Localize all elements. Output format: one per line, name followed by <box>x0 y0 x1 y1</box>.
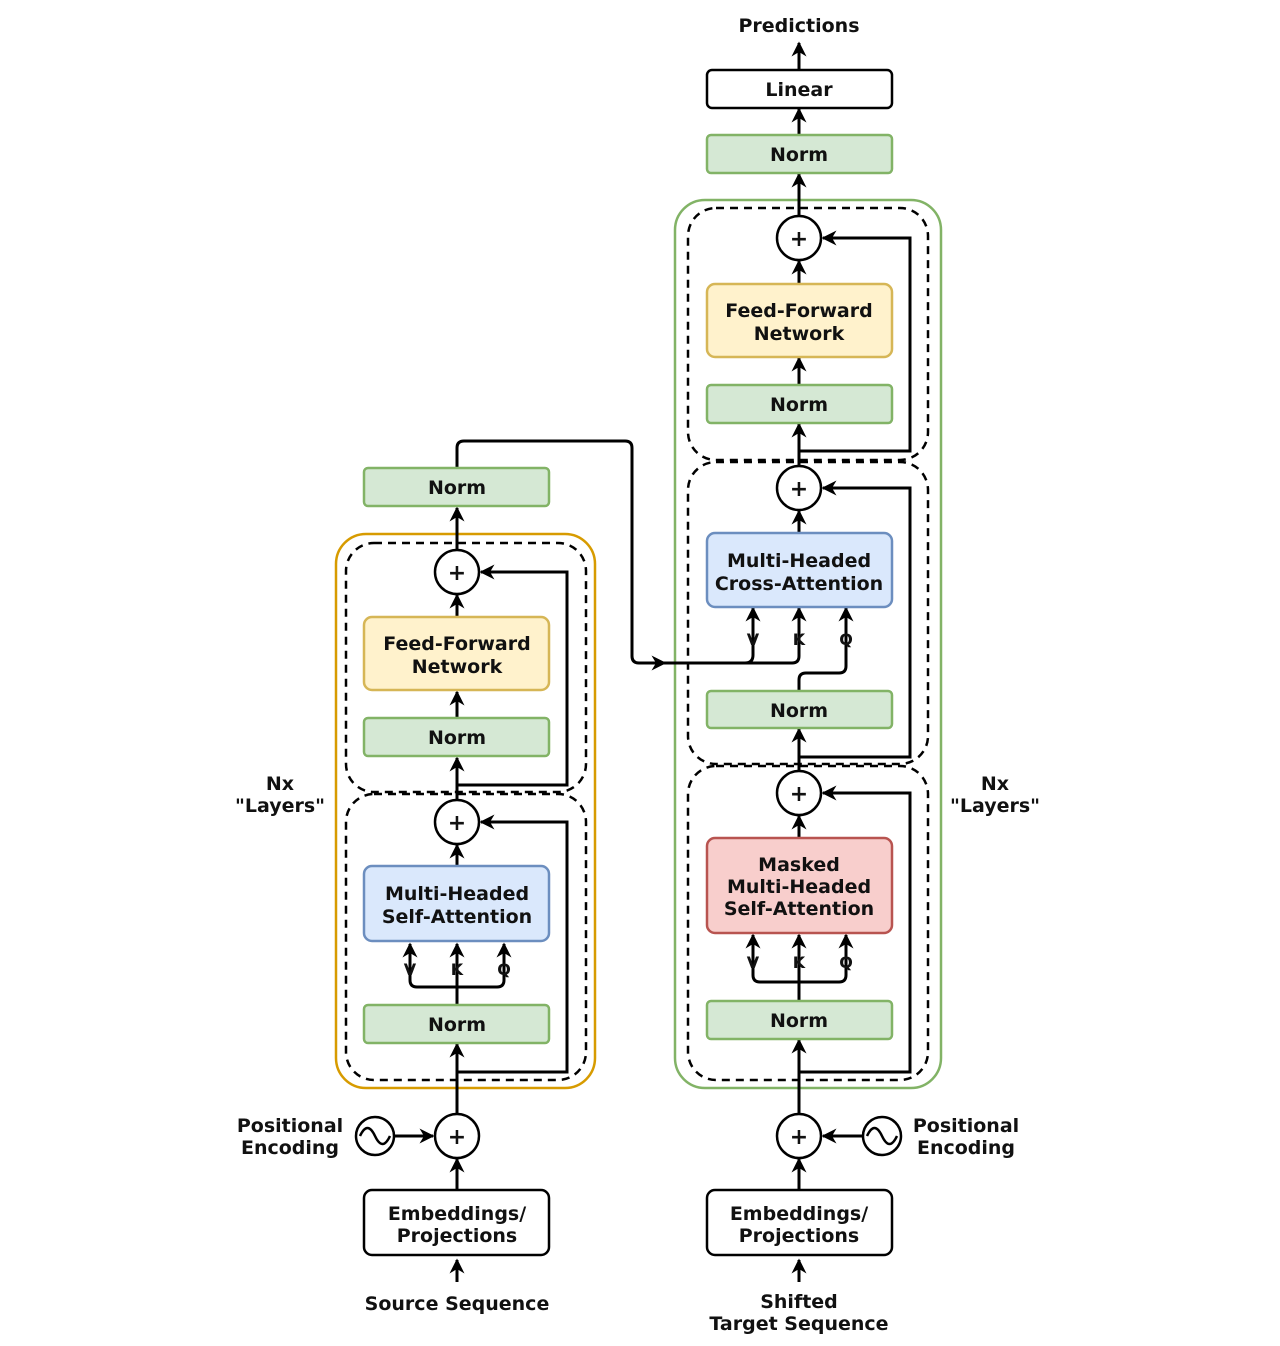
svg-text:Network: Network <box>412 656 503 678</box>
svg-text:Multi-Headed: Multi-Headed <box>727 876 871 898</box>
decoder-cross-k-label: K <box>793 630 806 649</box>
svg-text:Projections: Projections <box>739 1225 860 1247</box>
predictions-label: Predictions <box>738 15 859 37</box>
encoder-q-label: Q <box>497 960 511 979</box>
svg-text:Linear: Linear <box>765 79 833 101</box>
decoder-cross-attention-block: Multi-Headed Cross-Attention <box>705 531 894 609</box>
decoder-self-k-label: K <box>793 953 806 972</box>
svg-text:Norm: Norm <box>770 144 828 166</box>
encoder-nx-label: Nx <box>266 773 294 795</box>
encoder-ffn-sublayer <box>344 541 588 794</box>
svg-text:+: + <box>790 227 808 252</box>
svg-text:+: + <box>790 1125 808 1150</box>
svg-text:Self-Attention: Self-Attention <box>382 906 532 928</box>
encoder-layers-label: "Layers" <box>235 795 325 817</box>
decoder-nx-label: Nx <box>981 773 1009 795</box>
decoder-cross-norm-block: Norm <box>705 689 894 730</box>
decoder-ffn-add-node: + <box>775 214 823 262</box>
encoder-v-label: V <box>404 960 417 979</box>
encoder-positional-add-node: + <box>433 1112 481 1160</box>
svg-text:Self-Attention: Self-Attention <box>724 898 874 920</box>
encoder-k-label: K <box>451 960 464 979</box>
decoder-positional-label: Positional <box>913 1115 1019 1137</box>
svg-text:Norm: Norm <box>428 1014 486 1036</box>
decoder-final-norm-block: Norm <box>705 133 894 175</box>
decoder-embeddings-block: Embeddings/ Projections <box>705 1188 894 1257</box>
decoder-stack-container <box>673 198 943 1090</box>
encoder-encoding-label: Encoding <box>241 1137 339 1159</box>
decoder-cross-q-label: Q <box>839 630 853 649</box>
decoder-self-v-label: V <box>747 953 760 972</box>
linear-block: Linear <box>705 68 894 110</box>
svg-text:Norm: Norm <box>770 394 828 416</box>
svg-text:Embeddings/: Embeddings/ <box>388 1203 526 1225</box>
decoder-cross-attention-sublayer <box>686 460 930 766</box>
svg-text:+: + <box>448 1125 466 1150</box>
decoder-layers-label: "Layers" <box>950 795 1040 817</box>
encoder-sine-wave-icon <box>354 1115 396 1157</box>
svg-text:Norm: Norm <box>428 477 486 499</box>
encoder-ff-norm-block: Norm <box>362 716 551 758</box>
svg-text:+: + <box>790 477 808 502</box>
decoder-feed-forward-block: Feed-Forward Network <box>705 282 894 359</box>
decoder-masked-attention-sublayer <box>686 764 930 1082</box>
decoder-ff-norm-block: Norm <box>705 383 894 425</box>
svg-text:Feed-Forward: Feed-Forward <box>383 633 530 655</box>
decoder-cross-add-node: + <box>775 464 823 512</box>
encoder-self-attention-block: Multi-Headed Self-Attention <box>362 864 551 943</box>
svg-text:Projections: Projections <box>397 1225 518 1247</box>
encoder-positional-label: Positional <box>237 1115 343 1137</box>
svg-text:Multi-Headed: Multi-Headed <box>385 883 529 905</box>
decoder-encoding-label: Encoding <box>917 1137 1015 1159</box>
svg-text:Multi-Headed: Multi-Headed <box>727 550 871 572</box>
decoder-ffn-sublayer <box>686 206 930 462</box>
source-sequence-label: Source Sequence <box>365 1293 550 1315</box>
encoder-feed-forward-block: Feed-Forward Network <box>362 615 551 692</box>
encoder-embeddings-block: Embeddings/ Projections <box>362 1188 551 1257</box>
connectors <box>395 41 912 1282</box>
svg-text:+: + <box>448 811 466 836</box>
svg-text:Norm: Norm <box>428 727 486 749</box>
decoder-self-q-label: Q <box>839 953 853 972</box>
encoder-attention-add-node: + <box>433 798 481 846</box>
target-sequence-label: Target Sequence <box>709 1313 888 1335</box>
svg-text:Norm: Norm <box>770 700 828 722</box>
decoder-cross-v-label: V <box>747 630 760 649</box>
decoder-self-norm-block: Norm <box>705 999 894 1041</box>
shifted-label: Shifted <box>760 1291 838 1313</box>
svg-text:+: + <box>790 782 808 807</box>
decoder-self-add-node: + <box>775 769 823 817</box>
svg-text:Cross-Attention: Cross-Attention <box>715 573 883 595</box>
svg-text:Feed-Forward: Feed-Forward <box>725 300 872 322</box>
svg-text:Network: Network <box>754 323 845 345</box>
decoder-sine-wave-icon <box>861 1115 903 1157</box>
encoder-final-norm-block: Norm <box>362 466 551 508</box>
encoder-attention-sublayer <box>344 792 588 1082</box>
encoder-attn-norm-block: Norm <box>362 1003 551 1045</box>
svg-text:+: + <box>448 561 466 586</box>
decoder-positional-add-node: + <box>775 1112 823 1160</box>
svg-text:Embeddings/: Embeddings/ <box>730 1203 868 1225</box>
encoder-stack-container <box>334 532 597 1090</box>
decoder-masked-attention-block: Masked Multi-Headed Self-Attention <box>705 836 894 935</box>
encoder-ffn-add-node: + <box>433 548 481 596</box>
svg-text:Norm: Norm <box>770 1010 828 1032</box>
svg-text:Masked: Masked <box>758 854 840 876</box>
